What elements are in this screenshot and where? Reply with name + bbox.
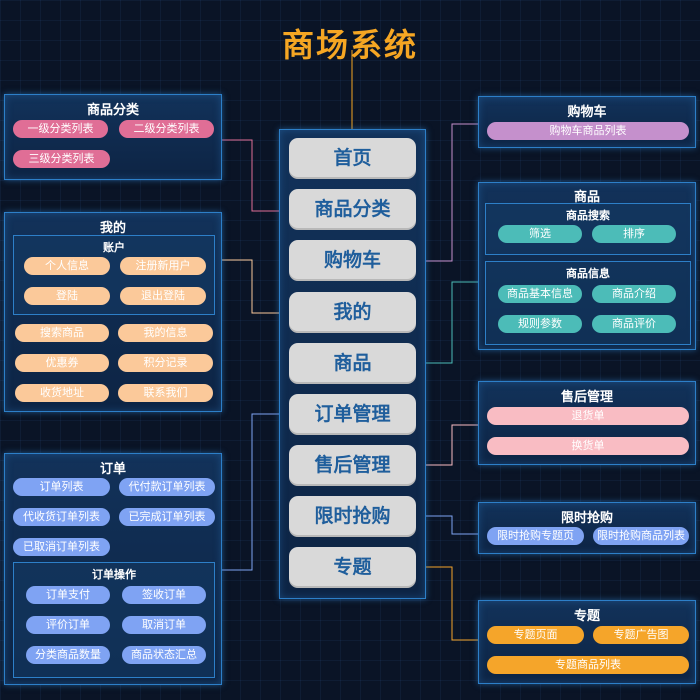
order-list-item[interactable]: 已完成订单列表	[119, 508, 215, 526]
nav-item-mine[interactable]: 我的	[289, 292, 416, 333]
nav-item-cart[interactable]: 购物车	[289, 240, 416, 281]
account-subpanel-title: 账户	[103, 241, 125, 254]
goods-panel-title: 商品	[573, 190, 600, 205]
topic-item[interactable]: 专题商品列表	[487, 656, 689, 674]
order-list-item[interactable]: 代付款订单列表	[119, 478, 215, 496]
diagram-title: 商场系统	[281, 26, 418, 64]
order-op-item[interactable]: 评价订单	[26, 616, 110, 634]
order-list-item[interactable]: 已取消订单列表	[13, 538, 110, 556]
orders-panel: 订单 订单列表 代付款订单列表 代收货订单列表 已完成订单列表 已取消订单列表 …	[4, 453, 222, 685]
goods-info-title: 商品信息	[566, 267, 610, 280]
account-subpanel: 账户 个人信息 注册新用户 登陆 退出登陆	[13, 235, 215, 315]
order-ops-subpanel: 订单操作 订单支付 签收订单 评价订单 取消订单 分类商品数量 商品状态汇总	[13, 562, 215, 678]
flash-sale-item[interactable]: 限时抢购专题页	[487, 527, 584, 545]
goods-panel: 商品 商品搜索 筛选 排序 商品信息 商品基本信息 商品介绍 规则参数 商品评价	[478, 182, 696, 350]
nav-item-goods[interactable]: 商品	[289, 343, 416, 384]
mine-item[interactable]: 收货地址	[15, 384, 109, 402]
account-item[interactable]: 登陆	[24, 287, 110, 305]
mine-panel-title: 我的	[99, 221, 126, 236]
order-op-item[interactable]: 订单支付	[26, 586, 110, 604]
order-op-item[interactable]: 取消订单	[122, 616, 206, 634]
goods-info-item[interactable]: 商品介绍	[592, 285, 676, 303]
topic-item[interactable]: 专题页面	[487, 626, 584, 644]
category-item[interactable]: 一级分类列表	[13, 120, 108, 138]
goods-search-title: 商品搜索	[566, 209, 610, 222]
topic-item[interactable]: 专题广告图	[593, 626, 689, 644]
order-op-item[interactable]: 商品状态汇总	[122, 646, 206, 664]
account-item[interactable]: 退出登陆	[120, 287, 206, 305]
flash-sale-panel-title: 限时抢购	[560, 511, 613, 526]
mine-item[interactable]: 优惠券	[15, 354, 109, 372]
nav-item-topic[interactable]: 专题	[289, 547, 416, 588]
order-ops-subpanel-title: 订单操作	[92, 568, 136, 581]
order-op-item[interactable]: 签收订单	[122, 586, 206, 604]
goods-search-item[interactable]: 排序	[592, 225, 676, 243]
category-panel: 商品分类 一级分类列表 二级分类列表 三级分类列表	[4, 94, 222, 180]
cart-panel-title: 购物车	[567, 105, 607, 120]
topic-panel: 专题 专题页面 专题广告图 专题商品列表	[478, 600, 696, 684]
goods-info-subpanel: 商品信息 商品基本信息 商品介绍 规则参数 商品评价	[485, 261, 691, 345]
cart-item[interactable]: 购物车商品列表	[487, 122, 689, 140]
aftersale-item[interactable]: 换货单	[487, 437, 689, 455]
nav-item-category[interactable]: 商品分类	[289, 189, 416, 230]
aftersale-panel-title: 售后管理	[560, 390, 613, 405]
goods-search-item[interactable]: 筛选	[498, 225, 582, 243]
order-list-item[interactable]: 代收货订单列表	[13, 508, 110, 526]
goods-info-item[interactable]: 规则参数	[498, 315, 582, 333]
nav-item-home[interactable]: 首页	[289, 138, 416, 179]
mine-panel: 我的 账户 个人信息 注册新用户 登陆 退出登陆 搜索商品 我的信息 优惠券 积…	[4, 212, 222, 412]
aftersale-item[interactable]: 退货单	[487, 407, 689, 425]
mine-item[interactable]: 我的信息	[118, 324, 213, 342]
order-list-item[interactable]: 订单列表	[13, 478, 110, 496]
topic-panel-title: 专题	[573, 609, 600, 624]
category-item[interactable]: 二级分类列表	[119, 120, 214, 138]
account-item[interactable]: 注册新用户	[120, 257, 206, 275]
account-item[interactable]: 个人信息	[24, 257, 110, 275]
flash-sale-panel: 限时抢购 限时抢购专题页 限时抢购商品列表	[478, 502, 696, 554]
flash-sale-item[interactable]: 限时抢购商品列表	[593, 527, 689, 545]
goods-info-item[interactable]: 商品基本信息	[498, 285, 582, 303]
goods-search-subpanel: 商品搜索 筛选 排序	[485, 203, 691, 255]
nav-item-orders[interactable]: 订单管理	[289, 394, 416, 435]
goods-info-item[interactable]: 商品评价	[592, 315, 676, 333]
mine-item[interactable]: 联系我们	[118, 384, 213, 402]
nav-item-aftersale[interactable]: 售后管理	[289, 445, 416, 486]
mine-item[interactable]: 积分记录	[118, 354, 213, 372]
orders-panel-title: 订单	[99, 462, 126, 477]
main-nav-panel: 首页 商品分类 购物车 我的 商品 订单管理 售后管理 限时抢购 专题	[279, 129, 426, 599]
mine-item[interactable]: 搜索商品	[15, 324, 109, 342]
cart-panel: 购物车 购物车商品列表	[478, 96, 696, 148]
aftersale-panel: 售后管理 退货单 换货单	[478, 381, 696, 465]
category-item[interactable]: 三级分类列表	[13, 150, 110, 168]
category-panel-title: 商品分类	[86, 103, 139, 118]
nav-item-flash-sale[interactable]: 限时抢购	[289, 496, 416, 537]
order-op-item[interactable]: 分类商品数量	[26, 646, 110, 664]
